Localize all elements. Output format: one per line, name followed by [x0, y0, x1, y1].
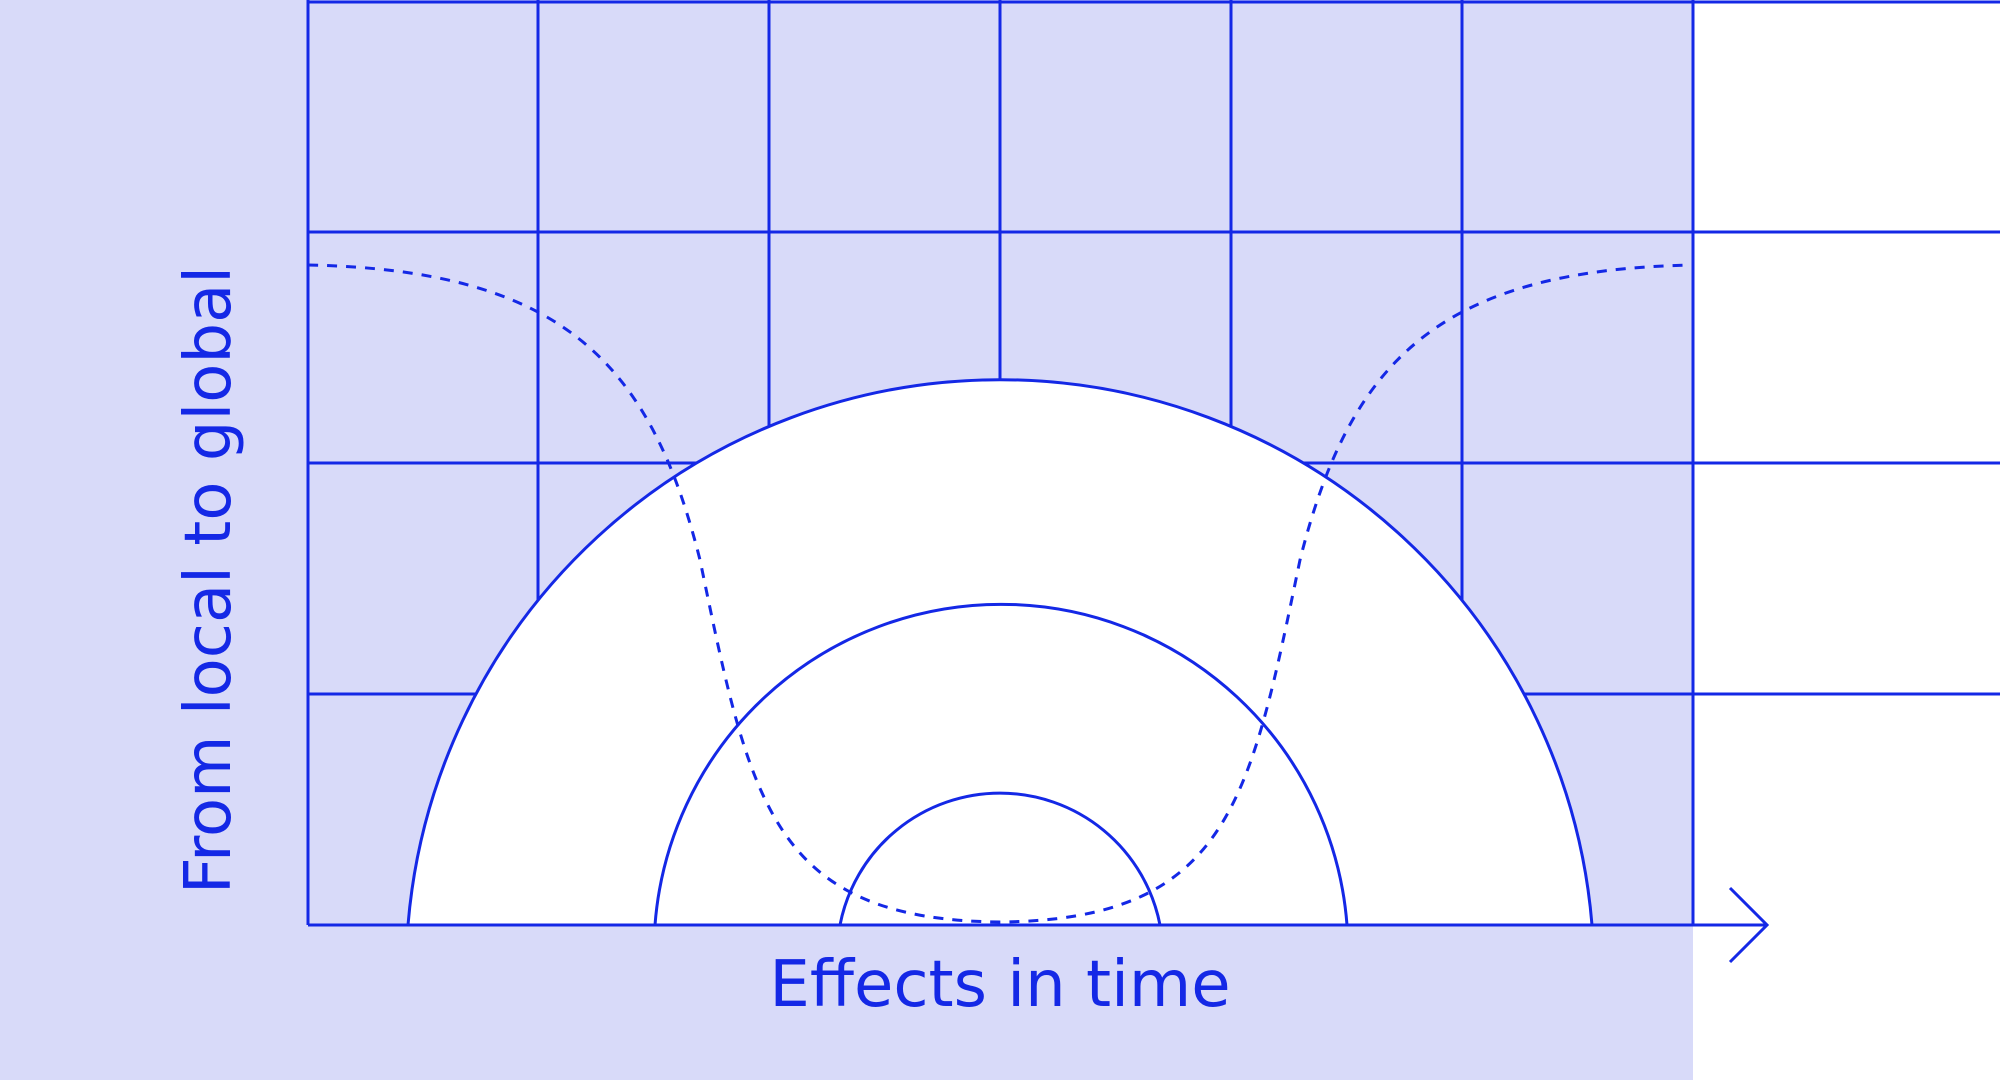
middle-half-circle — [653, 602, 1349, 927]
inner-half-circle — [838, 791, 1162, 927]
y-axis-label: From local to global — [172, 266, 246, 894]
dashed-curve — [307, 263, 1693, 924]
x-axis-arrow-icon — [1728, 886, 1770, 964]
x-axis-label: Effects in time — [769, 948, 1230, 1022]
